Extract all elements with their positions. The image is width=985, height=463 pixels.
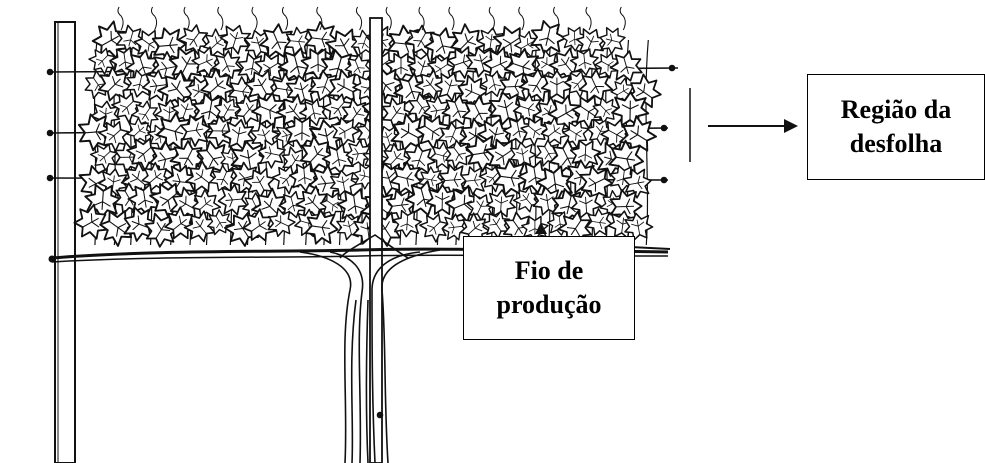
production-wire-label-line-1: Fio de: [514, 256, 584, 286]
vine-tendril: [385, 6, 392, 31]
defoliation-label-line-2: desfolha: [849, 129, 943, 158]
arrow-right-icon: [708, 119, 798, 133]
vine-tendril: [619, 6, 626, 31]
vine-tendril: [251, 6, 258, 31]
trellis-post-left: [54, 21, 76, 463]
production-wire-label-line-2: produção: [496, 290, 602, 319]
vine-tendril: [518, 6, 525, 31]
vine-tendril: [217, 6, 224, 31]
production-wire-label: Fio de produção: [463, 236, 635, 340]
defoliation-label-line-1: Região da: [840, 95, 952, 125]
vine-tendril: [316, 6, 323, 31]
production-wire-pointer: [535, 222, 547, 234]
vine-tendril: [488, 6, 495, 31]
vine-tendril: [150, 6, 158, 31]
vine-tendril: [553, 6, 560, 31]
defoliation-region-label: Região da desfolha: [807, 74, 985, 180]
vine-tendril: [585, 6, 592, 31]
vine-tendril: [448, 6, 455, 31]
vine-tendril: [117, 6, 124, 31]
vine-trunk: [299, 234, 441, 463]
vine-tendril: [183, 6, 190, 31]
leaf-canopy: [69, 6, 667, 253]
vine-tendril: [418, 6, 425, 31]
vine-tendril: [281, 6, 289, 31]
trellis-post-center: [369, 17, 383, 463]
vine-tendril: [355, 6, 363, 31]
